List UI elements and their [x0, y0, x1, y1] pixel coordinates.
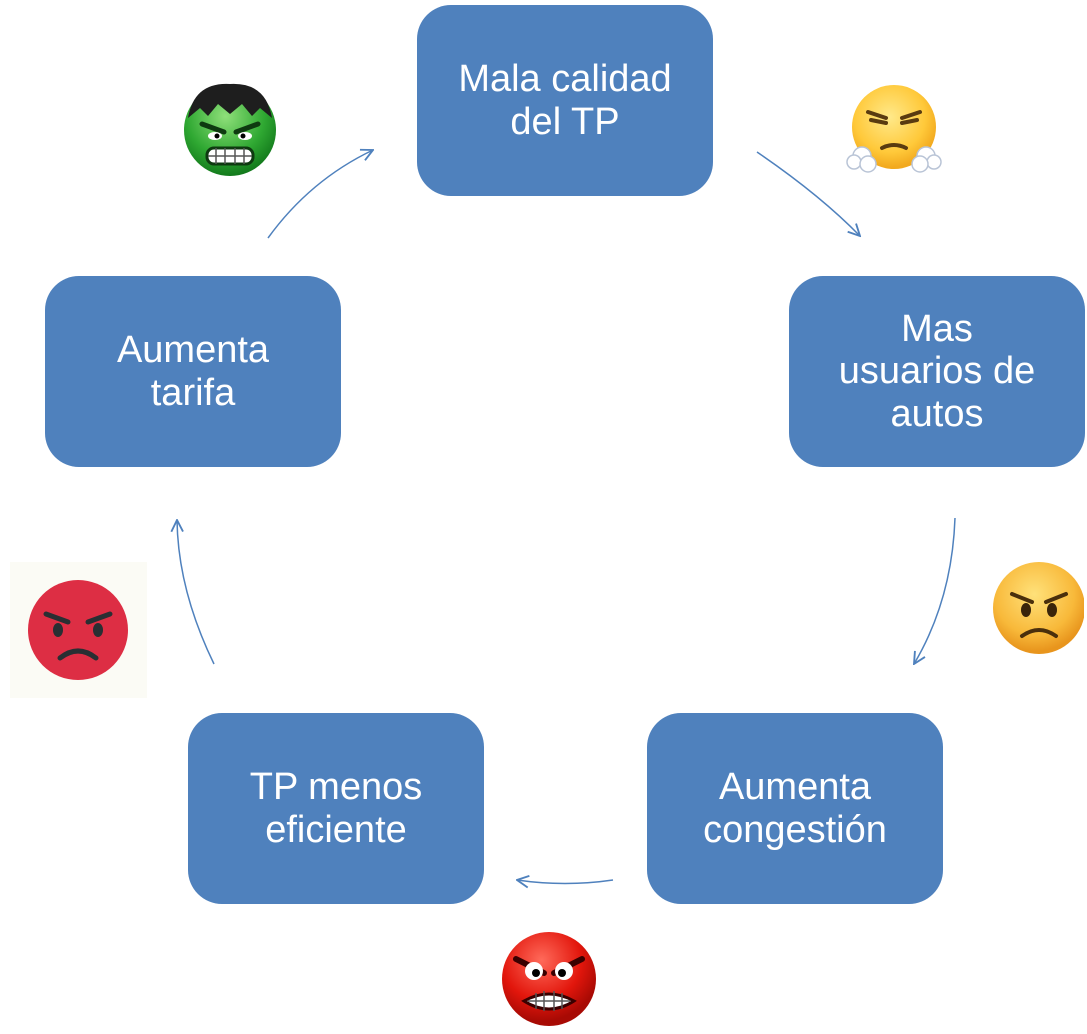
node-mala-calidad: Mala calidad del TP [417, 5, 713, 196]
node-aumenta-tarifa: Aumenta tarifa [45, 276, 341, 467]
arrow-5-to-1 [267, 150, 373, 239]
red-grimacing-face-icon [502, 932, 596, 1026]
steam-from-nose-face-icon [846, 85, 942, 173]
green-hulk-face-icon [184, 83, 276, 176]
pouting-face-icon [10, 562, 147, 698]
angry-face-icon [993, 562, 1084, 654]
arrow-2-to-3 [914, 517, 956, 664]
node-aumenta-congestion: Aumenta congestión [647, 713, 943, 904]
node-mas-usuarios: Mas usuarios de autos [789, 276, 1085, 467]
arrow-1-to-2 [756, 151, 860, 236]
arrow-4-to-5 [177, 520, 215, 665]
node-tp-menos-eficiente: TP menos eficiente [188, 713, 484, 904]
arrow-3-to-4 [517, 880, 614, 884]
